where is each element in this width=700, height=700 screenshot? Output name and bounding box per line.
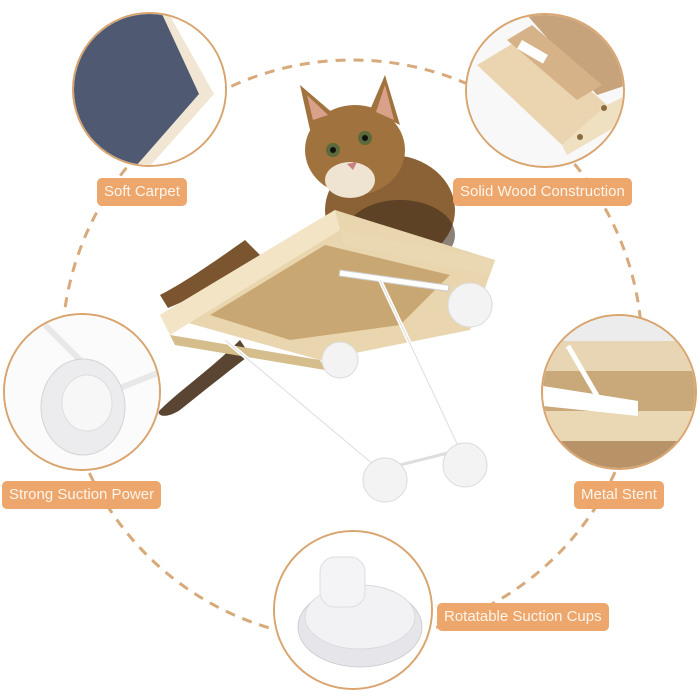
label-rotatable-cups: Rotatable Suction Cups [437,603,609,631]
suction-power-circle [3,313,161,471]
rotatable-cups-circle [273,530,433,690]
cat-perch-photo [158,75,495,503]
label-solid-wood: Solid Wood Construction [453,178,632,206]
solid-wood-circle [465,13,625,168]
suction-cup-image [5,315,159,469]
label-metal-stent: Metal Stent [574,481,664,509]
soft-carpet-circle [72,12,227,167]
label-strong-suction: Strong Suction Power [2,481,162,509]
metal-bracket-image [543,316,695,468]
rotatable-cup-image [275,532,431,688]
carpet-image [74,14,225,165]
wood-frame-image [467,15,623,166]
label-soft-carpet: Soft Carpet [97,178,187,206]
metal-stent-circle [541,314,697,470]
